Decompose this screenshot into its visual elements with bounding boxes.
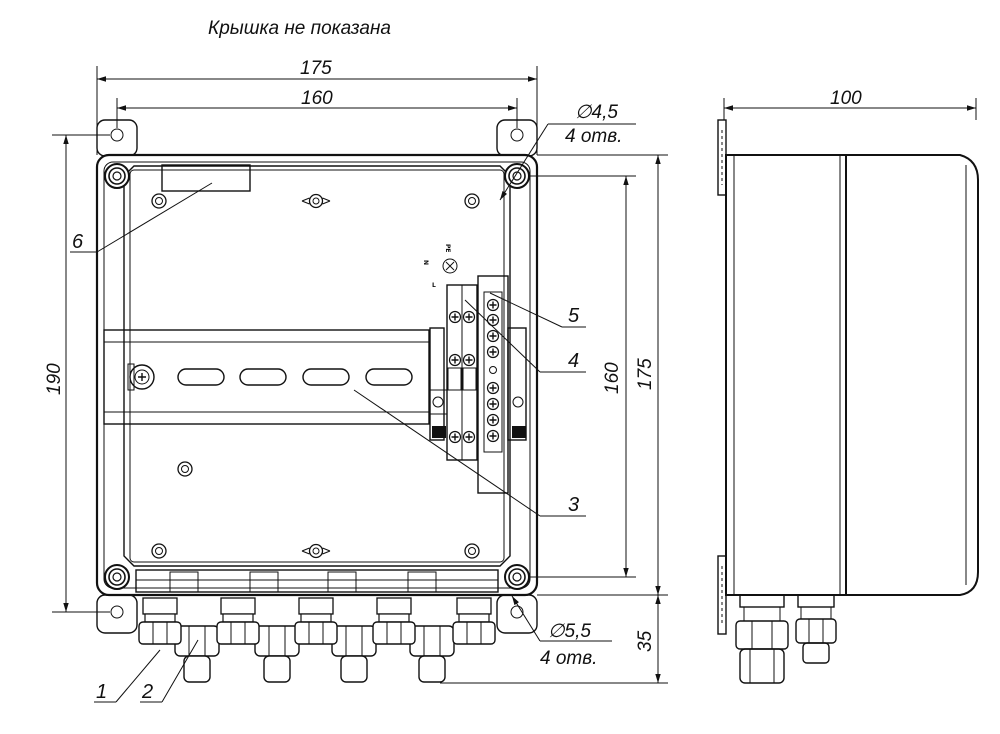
terminal-mark-pe: PE	[444, 244, 451, 253]
element-6	[161, 164, 251, 192]
corner-screw-icon	[504, 163, 530, 189]
dimension-lines: 175 160 190 160 175 35 ∅4,5 4 отв. ∅5,5 …	[44, 58, 668, 684]
callout-5: 5	[568, 305, 580, 327]
callouts: 6 5 4 3 1 2	[70, 182, 586, 703]
hole-small-count: 4 отв.	[565, 126, 622, 147]
callout-6: 6	[72, 231, 84, 253]
dim-height-body: 175	[635, 358, 656, 390]
hole-small-diameter: ∅4,5	[575, 102, 618, 123]
cable-glands	[138, 571, 496, 683]
callout-2: 2	[141, 681, 153, 703]
dim-width-holes: 160	[301, 88, 333, 109]
dim-gland-length: 35	[635, 630, 656, 652]
terminal-mark-n: N	[422, 260, 429, 265]
front-view: PE N L	[95, 119, 539, 683]
side-glands	[735, 594, 837, 684]
din-rail	[103, 329, 430, 425]
note-text: Крышка не показана	[208, 18, 391, 39]
dim-depth: 100	[830, 88, 862, 109]
corner-screw-icon	[504, 564, 530, 590]
enclosure-body	[95, 153, 539, 597]
callout-4: 4	[568, 350, 579, 372]
terminal-mark-l: L	[432, 282, 436, 289]
hole-large-count: 4 отв.	[540, 648, 597, 669]
terminal-block: PE N L	[422, 244, 527, 494]
hole-large-diameter: ∅5,5	[548, 621, 591, 642]
side-view: 100	[717, 88, 979, 684]
dim-width-outer: 175	[300, 58, 332, 79]
dim-height-holes: 160	[602, 362, 623, 394]
corner-screw-icon	[104, 163, 130, 189]
dim-height-outer: 190	[44, 363, 65, 395]
corner-screw-icon	[104, 564, 130, 590]
callout-3: 3	[568, 494, 579, 516]
callout-1: 1	[96, 681, 107, 703]
